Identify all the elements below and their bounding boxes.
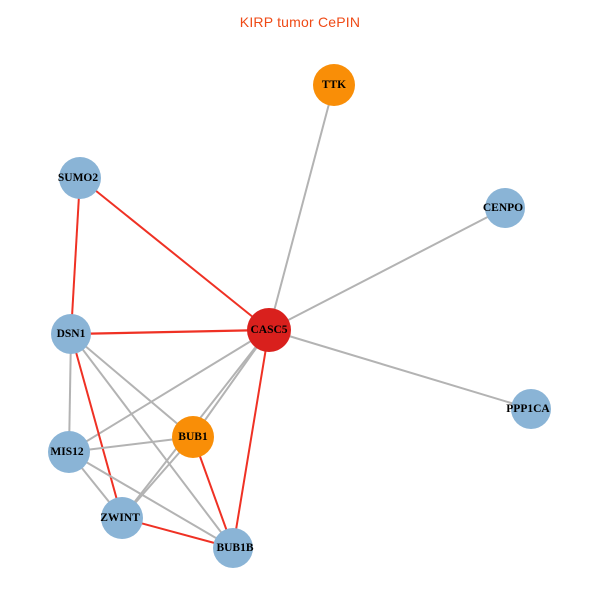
node-circle-casc5[interactable] bbox=[247, 308, 291, 352]
node-label-sumo2: SUMO2 bbox=[58, 172, 99, 184]
edge-casc5-mis12 bbox=[68, 329, 270, 453]
edge-casc5-sumo2 bbox=[79, 177, 270, 331]
edge-casc5-ttk bbox=[268, 84, 335, 331]
node-ttk[interactable]: TTK bbox=[313, 64, 355, 106]
node-label-dsn1: DSN1 bbox=[57, 328, 86, 340]
edge-dsn1-bub1 bbox=[70, 333, 194, 438]
node-circle-zwint[interactable] bbox=[101, 497, 143, 539]
node-cenpo[interactable]: CENPO bbox=[483, 188, 525, 228]
node-mis12[interactable]: MIS12 bbox=[48, 431, 90, 473]
node-bub1[interactable]: BUB1 bbox=[172, 416, 214, 458]
node-label-bub1b: BUB1B bbox=[216, 542, 253, 554]
edge-casc5-cenpo bbox=[268, 207, 506, 331]
node-circle-bub1b[interactable] bbox=[213, 528, 253, 568]
node-label-casc5: CASC5 bbox=[250, 324, 287, 336]
edge-layer bbox=[68, 84, 532, 549]
edge-casc5-dsn1 bbox=[70, 328, 270, 336]
node-ppp1ca[interactable]: PPP1CA bbox=[506, 389, 551, 429]
edge-mis12-bub1b bbox=[68, 451, 234, 549]
node-circle-mis12[interactable] bbox=[48, 431, 90, 473]
node-casc5[interactable]: CASC5 bbox=[247, 308, 291, 352]
node-circle-bub1[interactable] bbox=[172, 416, 214, 458]
node-circle-sumo2[interactable] bbox=[59, 157, 101, 199]
node-label-bub1: BUB1 bbox=[178, 431, 208, 443]
node-label-ttk: TTK bbox=[322, 79, 346, 91]
node-dsn1[interactable]: DSN1 bbox=[51, 314, 91, 354]
node-label-ppp1ca: PPP1CA bbox=[506, 403, 550, 415]
node-zwint[interactable]: ZWINT bbox=[100, 497, 143, 539]
node-sumo2[interactable]: SUMO2 bbox=[58, 157, 101, 199]
node-circle-dsn1[interactable] bbox=[51, 314, 91, 354]
node-label-cenpo: CENPO bbox=[483, 202, 523, 214]
edge-casc5-bub1b bbox=[232, 329, 270, 549]
node-label-zwint: ZWINT bbox=[100, 512, 140, 524]
node-label-mis12: MIS12 bbox=[50, 446, 83, 458]
edge-sumo2-dsn1 bbox=[70, 177, 81, 335]
node-bub1b[interactable]: BUB1B bbox=[213, 528, 254, 568]
node-circle-ppp1ca[interactable] bbox=[511, 389, 551, 429]
node-circle-ttk[interactable] bbox=[313, 64, 355, 106]
edge-dsn1-zwint bbox=[70, 333, 123, 519]
page-title: KIRP tumor CePIN bbox=[239, 14, 361, 30]
edge-casc5-ppp1ca bbox=[268, 329, 532, 410]
node-circle-cenpo[interactable] bbox=[485, 188, 525, 228]
